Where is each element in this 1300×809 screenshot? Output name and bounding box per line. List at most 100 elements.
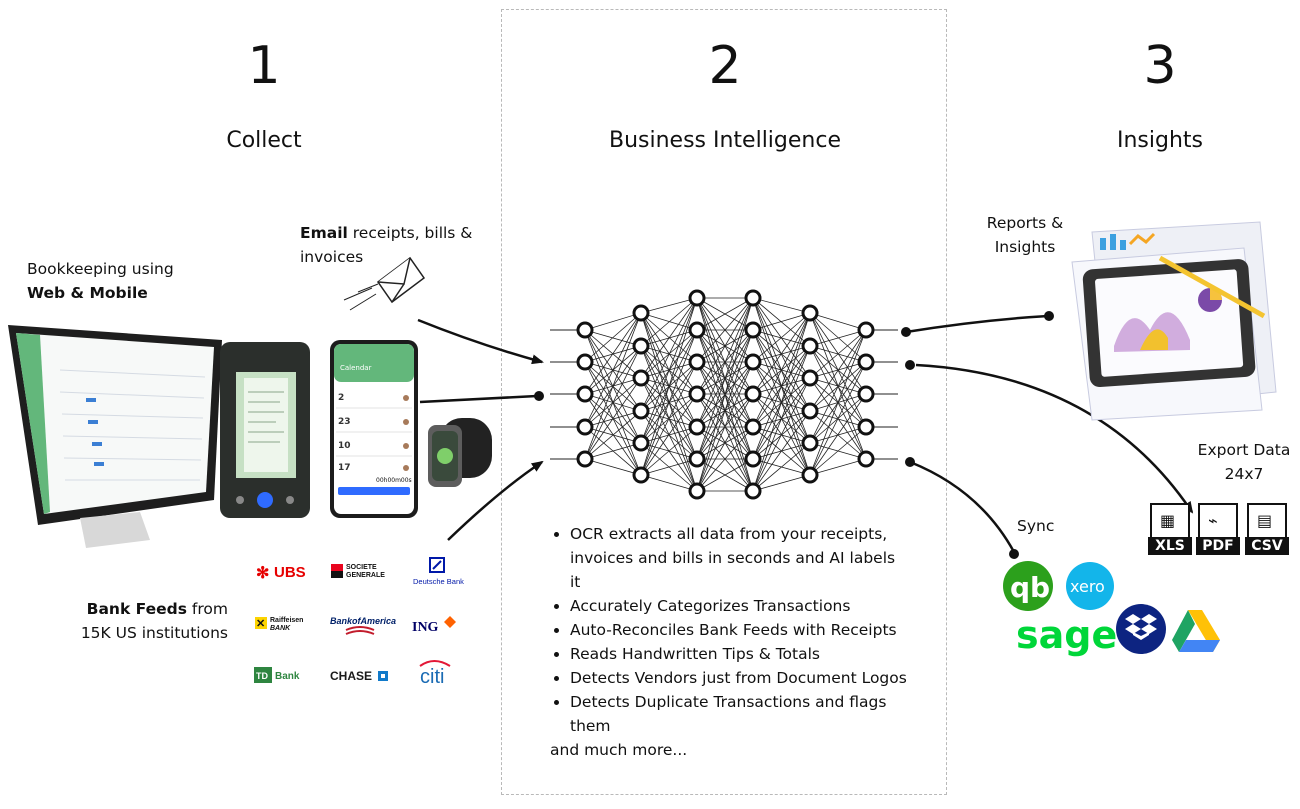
network-node: [801, 434, 819, 452]
network-edge: [640, 297, 698, 347]
network-node: [801, 337, 819, 355]
network-edge: [584, 410, 642, 460]
bookkeeping-bold: Web & Mobile: [27, 284, 148, 302]
svg-text:2: 2: [338, 393, 344, 403]
network-node: [632, 369, 650, 387]
quickbooks-logo: qb: [1003, 561, 1053, 611]
export-line1: Export Data: [1197, 441, 1291, 459]
citi-logo: citi: [419, 660, 451, 688]
raiffeisen-logo: ✕ Raiffeisen BANK: [255, 617, 303, 632]
step-1-title: Collect: [226, 128, 302, 153]
sage-logo: sage: [1016, 613, 1117, 657]
network-edge: [752, 312, 811, 363]
xero-logo: xero: [1066, 562, 1114, 610]
network-edge: [584, 345, 642, 460]
step-3-number: 3: [1143, 36, 1177, 96]
network-node: [576, 418, 594, 436]
desktop-monitor-icon: [8, 325, 222, 548]
and-more-text: and much more...: [550, 741, 688, 759]
network-edge: [809, 329, 867, 379]
export-note: Export Data 24x7: [1190, 438, 1298, 486]
svg-text:✻: ✻: [256, 565, 269, 582]
network-node: [857, 385, 875, 403]
network-edge: [696, 297, 754, 492]
sync-logos: qb xero sage: [1003, 561, 1220, 657]
network-node: [688, 385, 706, 403]
network-edge: [584, 312, 642, 331]
svg-text:10: 10: [338, 441, 351, 451]
bank-logos: ✻ UBS SOCIETE GENERALE Deutsche Bank ✕ R…: [254, 557, 464, 688]
network-edge: [752, 410, 811, 492]
reports-note: Reports & Insights: [975, 211, 1075, 259]
bank-line2: 15K US institutions: [80, 624, 228, 642]
network-edge: [752, 312, 811, 460]
calendar-title: Calendar: [340, 364, 372, 372]
reports-line1: Reports &: [986, 214, 1064, 232]
network-node: [576, 321, 594, 339]
network-edge: [696, 458, 754, 492]
bank-feeds-note: Bank Feeds from 15K US institutions: [60, 597, 228, 645]
svg-text:SOCIETE: SOCIETE: [346, 564, 377, 571]
svg-text:Deutsche Bank: Deutsche Bank: [413, 577, 464, 586]
csv-file-icon: ▤ CSV: [1245, 503, 1289, 555]
network-edge: [640, 297, 698, 476]
network-edge: [752, 442, 811, 492]
email-rest: receipts, bills &: [352, 224, 473, 242]
network-edge: [809, 329, 867, 412]
network-edge: [584, 442, 642, 460]
network-edge: [809, 426, 867, 476]
svg-text:qb: qb: [1010, 571, 1050, 604]
svg-text:BANK: BANK: [270, 625, 291, 632]
ing-logo: ING: [412, 616, 456, 635]
export-line2: 24x7: [1224, 465, 1264, 483]
neural-network-icon: [550, 289, 898, 500]
network-node: [744, 385, 762, 403]
network-node: [688, 321, 706, 339]
email-bold: Email: [300, 224, 348, 242]
network-node: [801, 402, 819, 420]
deutsche-bank-logo: Deutsche Bank: [413, 557, 464, 586]
pdf-label: PDF: [1196, 537, 1240, 555]
network-node: [801, 304, 819, 322]
network-node: [576, 450, 594, 468]
network-node: [688, 289, 706, 307]
network-node: [857, 321, 875, 339]
td-bank-logo: TD Bank: [254, 667, 300, 683]
network-edge: [696, 297, 754, 395]
svg-text:17: 17: [338, 463, 351, 473]
network-edge: [584, 377, 642, 460]
network-edge: [752, 312, 811, 428]
network-node: [857, 450, 875, 468]
phone-receipt-scan: [220, 342, 310, 518]
bank-of-america-logo: BankofAmerica: [330, 616, 396, 635]
capability-item: OCR extracts all data from your receipts…: [570, 522, 910, 594]
svg-text:CHASE: CHASE: [330, 669, 372, 683]
capability-item: Detects Duplicate Transactions and flags…: [570, 690, 910, 738]
email-line2: invoices: [300, 248, 364, 266]
network-edge: [584, 312, 642, 363]
network-edge: [696, 426, 754, 492]
network-edge: [752, 377, 811, 492]
svg-text:citi: citi: [420, 666, 444, 688]
network-node: [801, 369, 819, 387]
network-edge: [584, 312, 642, 428]
network-edge: [640, 297, 698, 412]
svg-text:xero: xero: [1070, 577, 1105, 596]
network-node: [632, 402, 650, 420]
bookkeeping-note: Bookkeeping using Web & Mobile: [27, 257, 174, 305]
network-edge: [809, 361, 867, 476]
network-node: [857, 353, 875, 371]
network-node: [688, 353, 706, 371]
network-edge: [696, 297, 754, 460]
network-edge: [809, 393, 867, 476]
network-edge: [752, 312, 811, 492]
capability-item: Auto-Reconciles Bank Feeds with Receipts: [570, 618, 910, 642]
bank-ubs-label: UBS: [274, 564, 306, 581]
network-edge: [640, 474, 698, 492]
ubs-logo: ✻ UBS: [256, 564, 306, 582]
svg-text:TD: TD: [256, 671, 268, 681]
sync-label: Sync: [1017, 517, 1055, 535]
network-edge: [640, 297, 698, 379]
network-node: [632, 466, 650, 484]
network-edge: [696, 297, 754, 331]
